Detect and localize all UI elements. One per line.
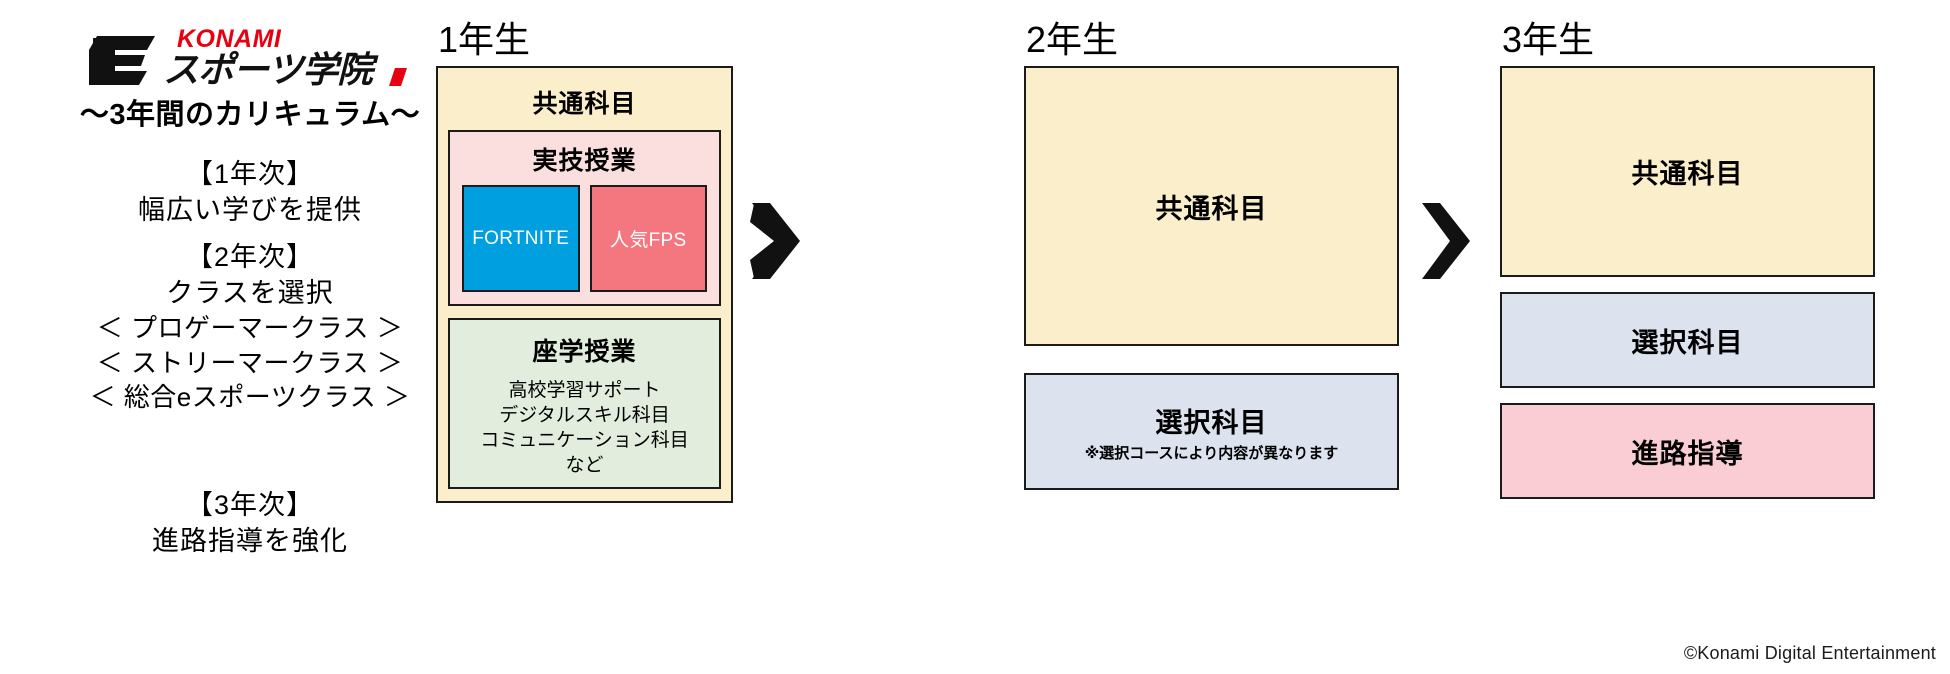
year2-common-subjects-box: 共通科目: [1024, 66, 1399, 346]
lecture-item: など: [565, 455, 604, 477]
year1-common-subjects-box: 共通科目 実技授業 FORTNITE 人気FPS 座学授業 高校学習サポート デ…: [436, 66, 733, 503]
class-option-pro-gamer: ＜ プロゲーマークラス ＞: [96, 313, 404, 344]
chevron-right-icon: [1418, 200, 1472, 282]
konami-esports-academy-logo: KONAMI スポーツ学院: [0, 18, 500, 96]
year3-elective-subjects-box: 選択科目: [1500, 292, 1875, 388]
game-tile-popular-fps: 人気FPS: [589, 185, 707, 292]
year1-info-line: 幅広い学びを提供: [138, 194, 362, 225]
year1-label: 1年生: [438, 19, 531, 60]
year1-practical-class-box: 実技授業 FORTNITE 人気FPS: [448, 130, 721, 306]
year2-elective-subjects-title: 選択科目: [1155, 407, 1268, 438]
copyright-notice: ©Konami Digital Entertainment: [1683, 643, 1936, 663]
year1-lecture-items: 高校学習サポート デジタルスキル科目 コミュニケーション科目 など: [480, 378, 689, 478]
year3-career-guidance-box: 進路指導: [1500, 403, 1875, 499]
year2-info-block: 【2年次】 クラスを選択 ＜ プロゲーマークラス ＞ ＜ ストリーマークラス ＞…: [0, 240, 500, 414]
lecture-item: デジタルスキル科目: [499, 405, 670, 427]
year2-elective-subjects-box: 選択科目 ※選択コースにより内容が異なります: [1024, 373, 1399, 490]
chevron-right-icon: [748, 200, 802, 282]
svg-text:KONAMI: KONAMI: [177, 25, 282, 53]
svg-text:スポーツ学院: スポーツ学院: [163, 49, 379, 90]
year1-info-heading: 【1年次】: [185, 159, 315, 189]
year1-practical-class-title: 実技授業: [532, 147, 637, 175]
year2-common-subjects-title: 共通科目: [1155, 193, 1268, 224]
class-option-streamer: ＜ ストリーマークラス ＞: [96, 347, 404, 378]
year2-label: 2年生: [1026, 19, 1119, 60]
lecture-item: コミュニケーション科目: [480, 430, 689, 452]
logo-artwork: KONAMI スポーツ学院: [89, 25, 407, 90]
year2-info-heading: 【2年次】: [185, 242, 315, 272]
lecture-item: 高校学習サポート: [508, 380, 661, 401]
year1-lecture-class-title: 座学授業: [532, 338, 637, 366]
class-option-general-esports: ＜ 総合eスポーツクラス ＞: [89, 381, 411, 412]
year1-common-subjects-title: 共通科目: [532, 90, 637, 118]
year1-info-block: 【1年次】 幅広い学びを提供: [0, 157, 500, 228]
game-tile-fortnite: FORTNITE: [462, 185, 580, 292]
year3-info-line: 進路指導を強化: [152, 525, 348, 556]
year2-info-line: クラスを選択: [166, 277, 334, 308]
year2-elective-note: ※選択コースにより内容が異なります: [1084, 444, 1339, 462]
year3-common-subjects-title: 共通科目: [1631, 159, 1744, 189]
year1-column: 1年生 共通科目 実技授業 FORTNITE 人気FPS 座学授業 高校学習サポ…: [436, 0, 733, 503]
year3-info-block: 【3年次】 進路指導を強化: [0, 488, 500, 559]
year3-career-guidance-title: 進路指導: [1631, 438, 1744, 469]
year1-game-tiles: FORTNITE 人気FPS: [450, 185, 719, 304]
year3-info-heading: 【3年次】: [185, 490, 315, 520]
year3-label: 3年生: [1502, 19, 1595, 60]
chevron-right-glyph: [1422, 203, 1470, 279]
chevron-right-glyph: [750, 203, 800, 279]
left-info-column: KONAMI スポーツ学院 〜3年間のカリキュラム〜 【1年次】 幅広い学びを提…: [0, 0, 500, 674]
year1-lecture-class-box: 座学授業 高校学習サポート デジタルスキル科目 コミュニケーション科目 など: [448, 318, 721, 489]
year3-elective-subjects-title: 選択科目: [1631, 327, 1744, 358]
year3-column: 3年生 共通科目 選択科目 進路指導: [1500, 0, 1875, 499]
year2-column: 2年生 共通科目 選択科目 ※選択コースにより内容が異なります: [1024, 0, 1399, 490]
curriculum-subtitle: 〜3年間のカリキュラム〜: [79, 99, 421, 131]
year3-common-subjects-box: 共通科目: [1500, 66, 1875, 277]
